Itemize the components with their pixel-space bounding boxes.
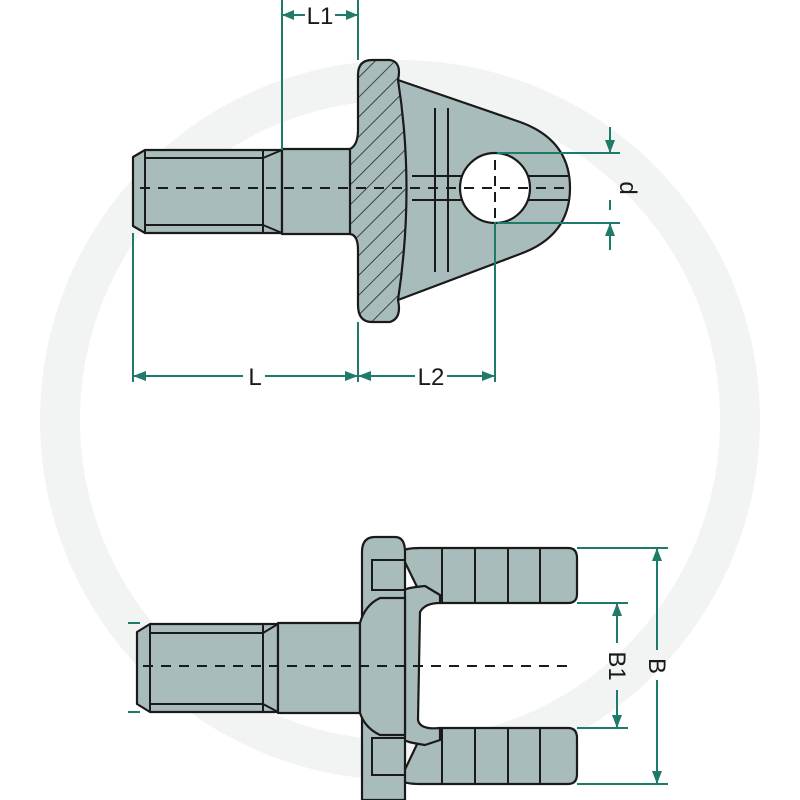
flange-section bbox=[348, 58, 408, 324]
dimension-B: B bbox=[577, 547, 670, 785]
dimension-B1: B1 bbox=[577, 602, 630, 729]
label-B: B bbox=[643, 658, 670, 674]
label-d: d bbox=[614, 181, 641, 194]
label-L1: L1 bbox=[307, 3, 334, 30]
label-L: L bbox=[248, 364, 261, 391]
thread bbox=[135, 622, 280, 714]
bottom-view: B B1 bbox=[128, 535, 670, 800]
top-view: L1 L L2 d bbox=[131, 0, 641, 391]
label-B1: B1 bbox=[603, 651, 630, 680]
dimension-d: d bbox=[497, 127, 641, 250]
label-L2: L2 bbox=[418, 364, 445, 391]
dimension-L1: L1 bbox=[281, 0, 359, 150]
dimension-L: L bbox=[132, 233, 359, 391]
shank bbox=[280, 147, 356, 236]
shank bbox=[276, 621, 362, 715]
dimension-L2: L2 bbox=[358, 222, 496, 391]
thread bbox=[131, 148, 284, 235]
